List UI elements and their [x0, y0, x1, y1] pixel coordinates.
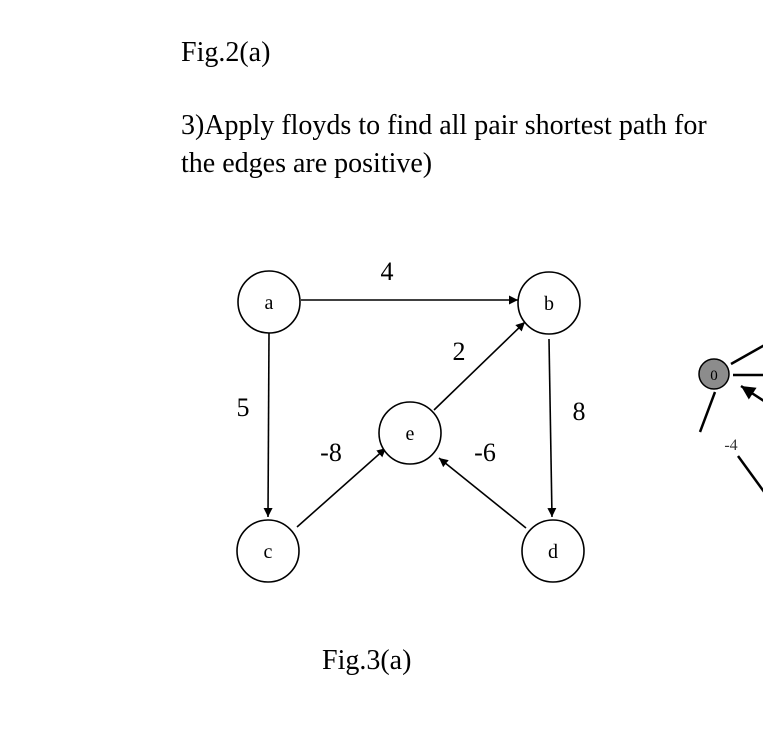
- node-label-b: b: [544, 293, 554, 315]
- node-e: e: [378, 401, 442, 465]
- partial-node: [698, 358, 730, 390]
- question-text: 3)Apply floyds to find all pair shortest…: [181, 107, 763, 183]
- node-label-e: e: [406, 423, 415, 445]
- edge-b-d: 8: [547, 338, 586, 518]
- edge-c-e: -8: [296, 438, 387, 528]
- node-label-d: d: [548, 541, 558, 563]
- edge-e-b: 2: [433, 321, 526, 411]
- edge-d-e: -6: [438, 438, 527, 529]
- question-line-1: 3)Apply floyds to find all pair shortest…: [181, 110, 707, 141]
- edge-label-d-e: -6: [474, 438, 496, 467]
- node-b: b: [517, 271, 581, 335]
- fig3-caption: Fig.3(a): [322, 645, 412, 676]
- edge-a-c: 5: [237, 332, 273, 518]
- partial-node-label: 0: [710, 368, 718, 384]
- node-d: d: [521, 519, 585, 583]
- edge-label-e-b: 2: [453, 337, 466, 366]
- node-label-a: a: [265, 292, 274, 314]
- fig2-caption: Fig.2(a): [181, 37, 271, 68]
- edge-label-c-e: -8: [320, 438, 342, 467]
- partial-figure: 0 -4: [698, 344, 763, 493]
- node-a: a: [237, 270, 301, 334]
- edge-a-b: 4: [301, 257, 518, 305]
- node-label-c: c: [264, 541, 273, 563]
- question-line-2: the edges are positive): [181, 148, 433, 179]
- node-c: c: [236, 519, 300, 583]
- partial-edge-label: -4: [724, 437, 737, 454]
- edge-label-a-b: 4: [381, 257, 394, 286]
- edge-label-b-d: 8: [573, 397, 586, 426]
- edge-label-a-c: 5: [237, 393, 250, 422]
